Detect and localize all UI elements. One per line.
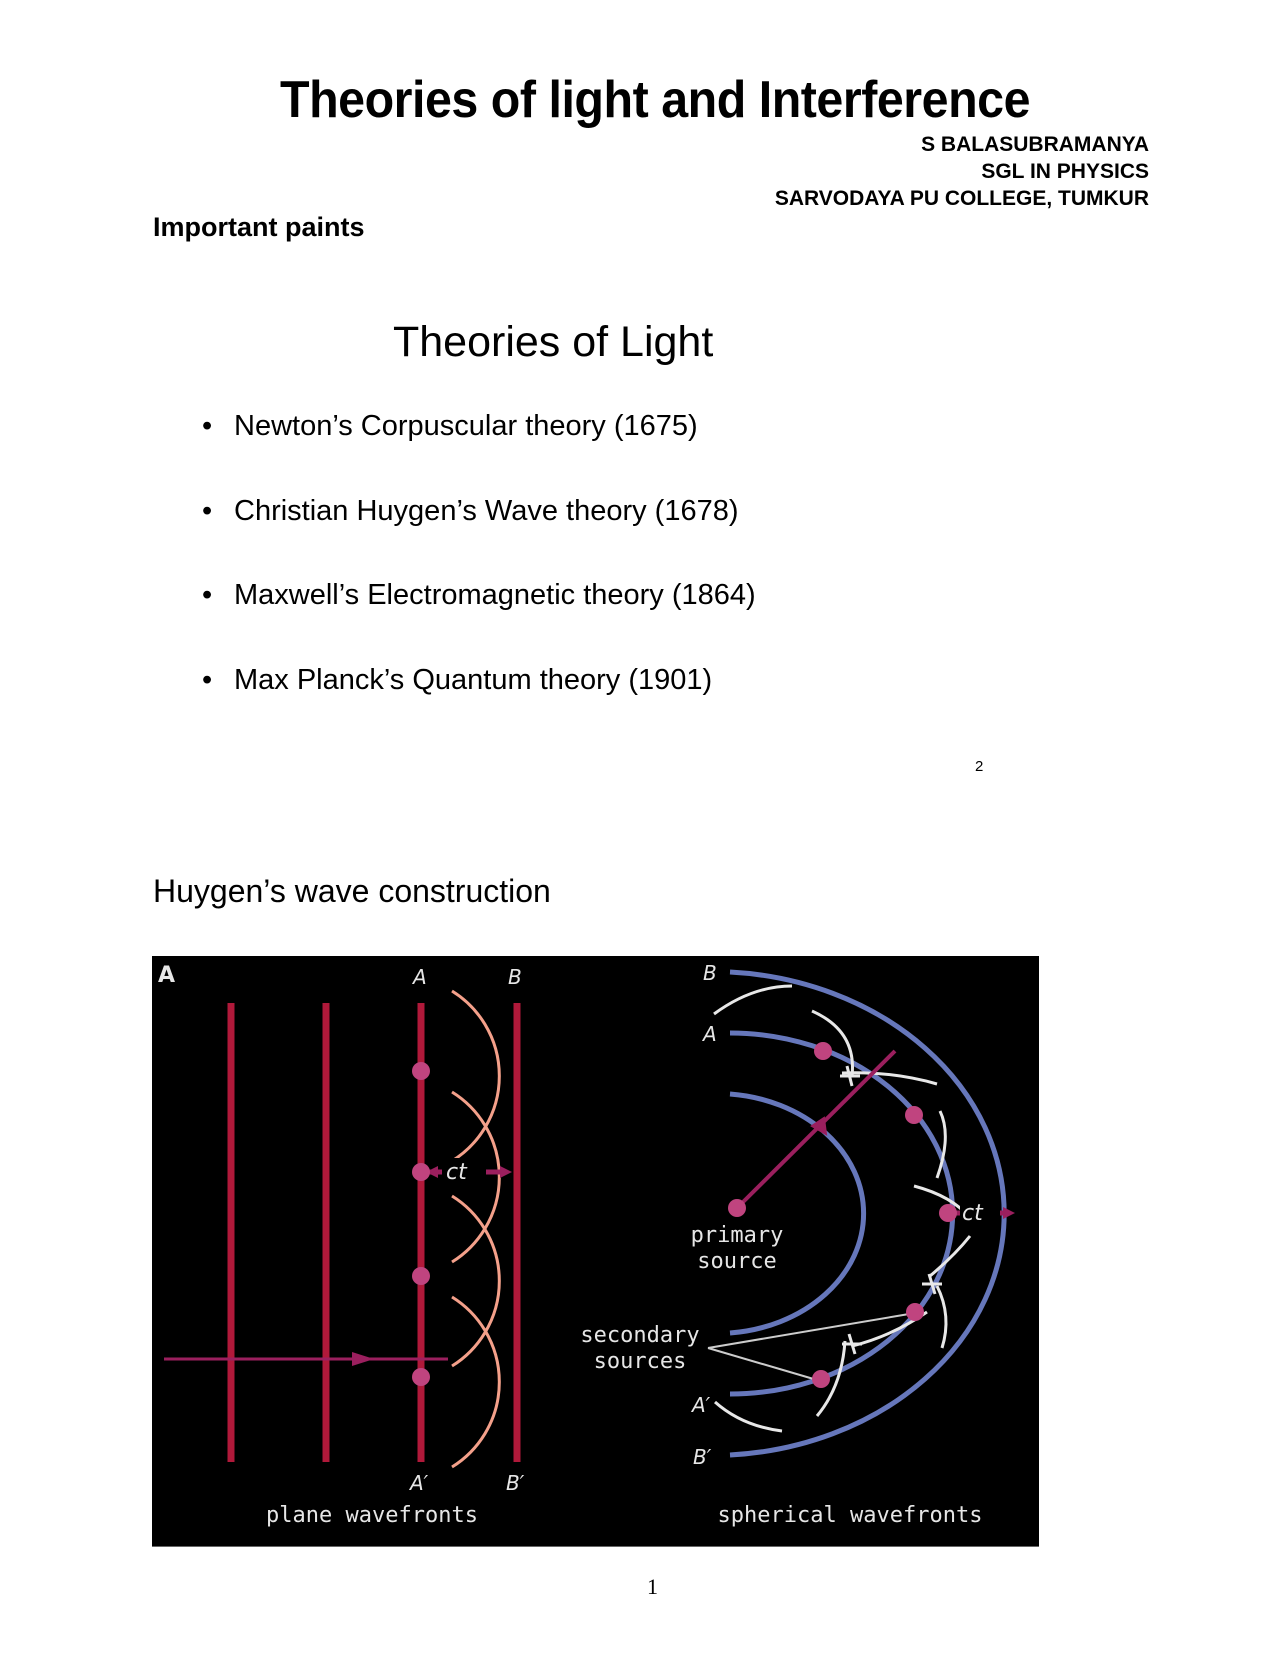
bullet-icon: • [202,579,213,611]
panel-label: A [158,963,175,988]
label-A-middle: A [701,1022,717,1046]
secondary-source-dots [412,1062,430,1386]
author-name: S BALASUBRAMANYA [921,133,1149,156]
plane-wavefront-lines [227,1003,521,1462]
figure-heading: Huygen’s wave construction [153,873,551,909]
secondary-pointer-lines [707,1313,910,1381]
label-B-top: B [508,965,522,989]
label-A-top: A [411,965,427,989]
author-designation: SGL IN PHYSICS [981,160,1149,183]
spherical-caption: spherical wavefronts [718,1503,983,1528]
label-B-prime: B′ [693,1445,712,1469]
slide-number: 2 [975,758,984,775]
label-B-outer: B [703,961,717,985]
plane-wavefronts-panel: A B A′ B′ ct plane wavefronts [164,965,525,1528]
label-A-bottom: A′ [408,1471,429,1495]
bullet-icon: • [202,494,213,527]
list-item: • Newton’s Corpuscular theory (1675) [200,410,756,495]
ct-label-spherical: ct [962,1201,984,1226]
page-number: 1 [647,1574,658,1599]
spherical-wavefronts-panel: B A A′ B′ ct primary source secondary so… [580,961,1015,1528]
plane-caption: plane wavefronts [266,1503,478,1528]
secondary-wavelets [451,989,501,1469]
list-item: • Maxwell’s Electromagnetic theory (1864) [200,579,756,664]
label-A-prime: A′ [690,1393,711,1417]
section-heading: Important paints [153,212,365,242]
label-B-bottom: B′ [506,1471,525,1495]
theories-list: • Newton’s Corpuscular theory (1675) • Chr… [200,410,756,748]
list-item: • Max Planck’s Quantum theory (1901) [200,664,756,749]
document-title: Theories of light and Interference [279,71,1031,129]
wavefront-diagram: A [158,961,1015,1528]
list-item: • Christian Huygen’s Wave theory (1678) [200,495,756,580]
huygens-construction-figure: A [152,956,1039,1547]
bullet-icon: • [202,663,213,696]
bullet-text: Max Planck’s Quantum theory (1901) [234,663,713,696]
spherical-source-dots [728,1042,957,1388]
primary-label-line1: primary [691,1223,784,1248]
slide-title: Theories of Light [393,318,714,366]
author-block: S BALASUBRAMANYA SGL IN PHYSICS SARVODAY… [775,131,1149,212]
bullet-text: Maxwell’s Electromagnetic theory (1864) [234,579,756,611]
bullet-text: Christian Huygen’s Wave theory (1678) [234,494,739,527]
ray-arrow [164,1166,512,1366]
bullet-icon: • [202,410,213,442]
secondary-label-line1: secondary [580,1323,699,1348]
secondary-label-line2: sources [594,1349,687,1374]
author-college: SARVODAYA PU COLLEGE, TUMKUR [774,187,1149,210]
ct-label-plane: ct [446,1160,468,1185]
bullet-text: Newton’s Corpuscular theory (1675) [234,410,698,442]
primary-source-dot [728,1199,746,1217]
primary-label-line2: source [697,1249,776,1274]
